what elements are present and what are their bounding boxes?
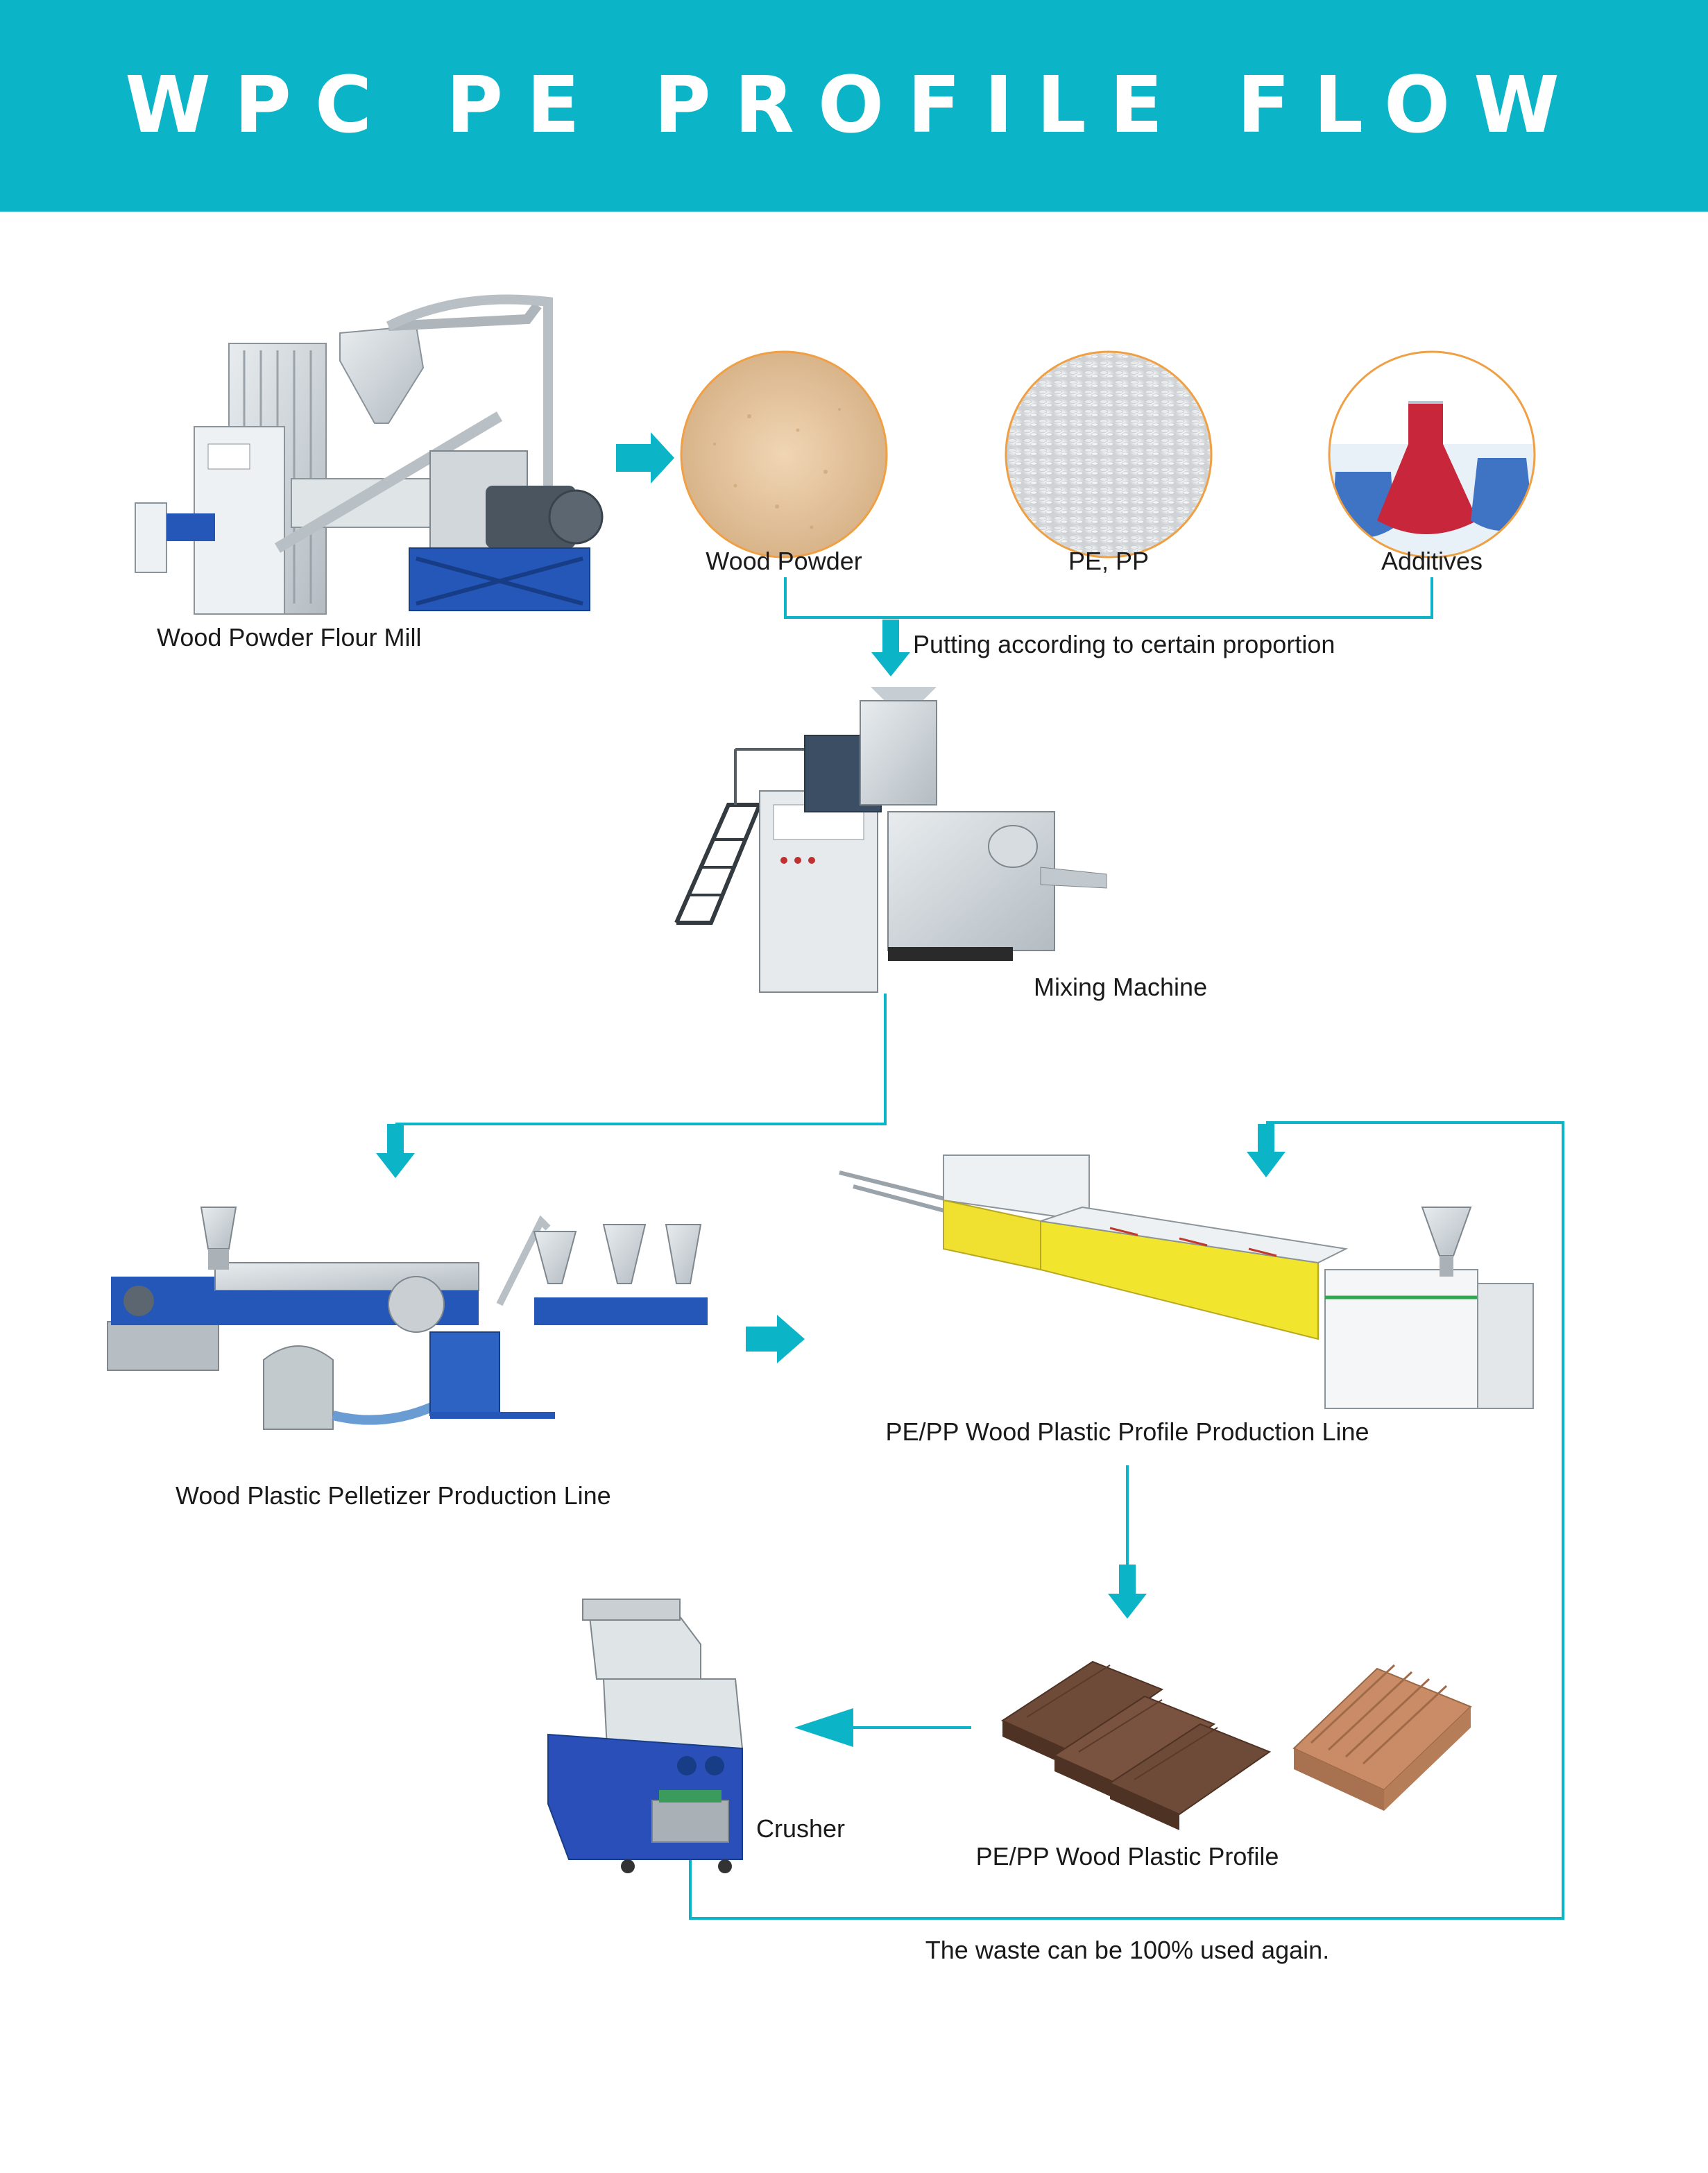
pe-pp-label: PE, PP xyxy=(1068,547,1150,575)
pelletizer-label: Wood Plastic Pelletizer Production Line xyxy=(176,1481,611,1510)
arrow-to-materials xyxy=(616,432,674,484)
mixing-machine-image xyxy=(674,687,1107,993)
arrow-to-profile xyxy=(1108,1565,1147,1619)
profile-line-image xyxy=(839,1154,1534,1409)
page-title: WPC PE PROFILE FLOW CHART xyxy=(125,60,1583,362)
additives-label: Additives xyxy=(1381,547,1483,575)
pe-pp-pellets-image xyxy=(1005,350,1213,559)
proportion-label: Putting according to certain proportion xyxy=(913,630,1335,658)
flour-mill-image xyxy=(135,294,604,615)
wood-powder-image xyxy=(680,350,888,559)
flour-mill-label: Wood Powder Flour Mill xyxy=(157,623,422,651)
crusher-image xyxy=(547,1599,744,1873)
additives-image xyxy=(1328,350,1536,559)
profile-label: PE/PP Wood Plastic Profile xyxy=(975,1842,1279,1871)
crusher-label: Crusher xyxy=(756,1814,846,1843)
pelletizer-line-image xyxy=(107,1207,708,1430)
arrow-to-mixer xyxy=(871,620,910,676)
materials-bracket xyxy=(784,577,1433,619)
wpc-profile-image xyxy=(1000,1660,1472,1830)
mixer-output-line xyxy=(395,994,887,1125)
arrow-to-pelletizer xyxy=(376,1124,415,1178)
arrow-to-crusher xyxy=(794,1708,853,1747)
profile-line-label: PE/PP Wood Plastic Profile Production Li… xyxy=(885,1417,1369,1446)
wood-powder-label: Wood Powder xyxy=(706,547,862,575)
arrow-to-profile-line xyxy=(746,1315,805,1363)
recycle-loop-line xyxy=(689,1121,1564,1920)
mixing-machine-label: Mixing Machine xyxy=(1034,973,1208,1001)
recycle-note: The waste can be 100% used again. xyxy=(925,1936,1330,1964)
title-banner: WPC PE PROFILE FLOW CHART xyxy=(0,0,1708,362)
arrow-recycle-to-line xyxy=(1247,1124,1286,1177)
